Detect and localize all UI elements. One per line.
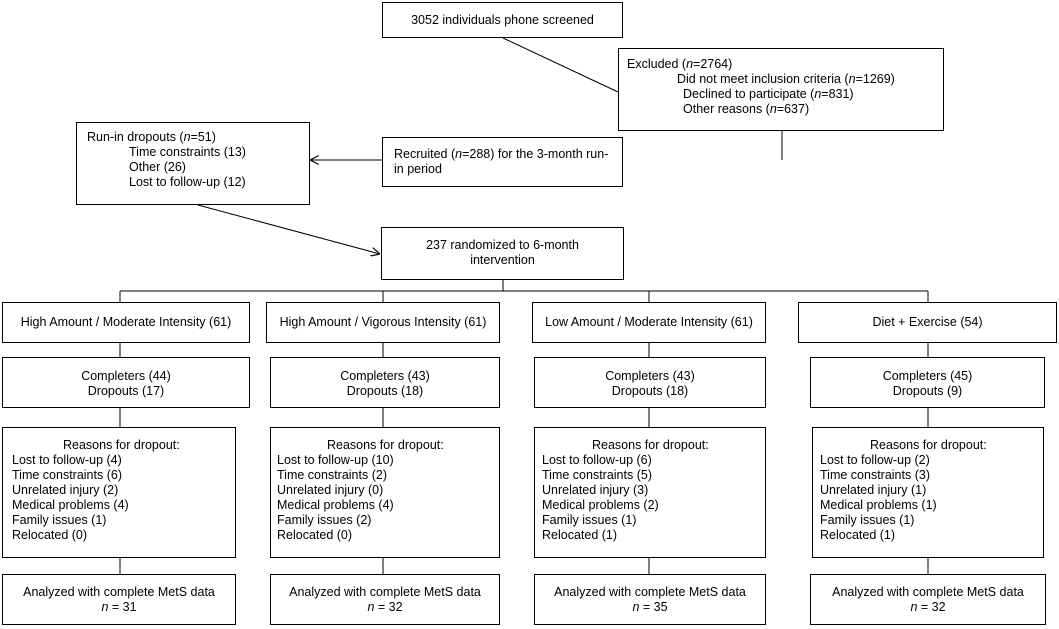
analyzed-n: n = 35	[632, 600, 668, 614]
arm-box: Diet + Exercise (54)	[798, 302, 1057, 343]
reason-item: Medical problems (4)	[12, 498, 129, 512]
reasons-box: Reasons for dropout: Lost to follow-up (…	[534, 427, 766, 558]
dropouts-text: Dropouts (17)	[87, 384, 165, 398]
reasons-title: Reasons for dropout:	[327, 438, 444, 452]
completers-box: Completers (45) Dropouts (9)	[810, 357, 1045, 408]
reason-item: Family issues (1)	[820, 513, 915, 527]
screened-to-excluded-line	[502, 37, 619, 93]
reason-item: Family issues (1)	[542, 513, 637, 527]
reasons-title: Reasons for dropout:	[592, 438, 709, 452]
reasons-box: Reasons for dropout: Lost to follow-up (…	[270, 427, 500, 558]
reason-item: Lost to follow-up (6)	[542, 453, 652, 467]
completers-box: Completers (43) Dropouts (18)	[270, 357, 500, 408]
analyzed-box: Analyzed with complete MetS data n = 32	[810, 574, 1046, 625]
reason-item: Lost to follow-up (10)	[277, 453, 394, 467]
reason-item: Medical problems (2)	[542, 498, 659, 512]
excluded-item: Declined to participate (n=831)	[683, 87, 854, 101]
completers-text: Completers (43)	[340, 369, 430, 383]
dropouts-text: Dropouts (18)	[346, 384, 424, 398]
arm-name: Diet + Exercise (54)	[872, 315, 983, 329]
reason-item: Time constraints (3)	[820, 468, 930, 482]
recruited-box: Recruited (n=288) for the 3-month run- i…	[382, 137, 623, 187]
completers-box: Completers (43) Dropouts (18)	[534, 357, 766, 408]
analyzed-n: n = 31	[101, 600, 137, 614]
reason-item: Unrelated injury (2)	[12, 483, 119, 497]
arm-name: High Amount / Moderate Intensity (61)	[20, 315, 232, 329]
dropouts-text: Dropouts (18)	[611, 384, 689, 398]
recruited-text-line2: in period	[394, 162, 442, 176]
reason-item: Time constraints (2)	[277, 468, 387, 482]
arm-box: High Amount / Moderate Intensity (61)	[2, 302, 250, 343]
arm-name: High Amount / Vigorous Intensity (61)	[279, 315, 487, 329]
reason-item: Relocated (1)	[820, 528, 896, 542]
reason-item: Time constraints (5)	[542, 468, 652, 482]
reason-item: Relocated (1)	[542, 528, 618, 542]
excluded-item: Other reasons (n=637)	[683, 102, 810, 116]
completers-text: Completers (45)	[882, 369, 973, 383]
analyzed-box: Analyzed with complete MetS data n = 31	[2, 574, 236, 625]
reason-item: Relocated (0)	[12, 528, 88, 542]
runin-dropouts-box: Run-in dropouts (n=51) Time constraints …	[76, 122, 310, 205]
reason-item: Lost to follow-up (4)	[12, 453, 122, 467]
arm-box: Low Amount / Moderate Intensity (61)	[532, 302, 766, 343]
reason-item: Medical problems (1)	[820, 498, 937, 512]
reason-item: Unrelated injury (0)	[277, 483, 384, 497]
reason-item: Lost to follow-up (2)	[820, 453, 930, 467]
runin-item: Time constraints (13)	[129, 145, 246, 159]
screened-text: 3052 individuals phone screened	[411, 13, 594, 27]
reasons-box: Reasons for dropout: Lost to follow-up (…	[812, 427, 1044, 558]
completers-box: Completers (44) Dropouts (17)	[2, 357, 250, 408]
completers-text: Completers (44)	[81, 369, 171, 383]
reason-item: Relocated (0)	[277, 528, 353, 542]
reason-item: Unrelated injury (3)	[542, 483, 649, 497]
reason-item: Unrelated injury (1)	[820, 483, 927, 497]
analyzed-n: n = 32	[910, 600, 946, 614]
runin-item: Lost to follow-up (12)	[129, 175, 246, 189]
excluded-box: Excluded (n=2764) Did not meet inclusion…	[618, 48, 944, 131]
excluded-title: Excluded (n=2764)	[627, 57, 733, 71]
reason-item: Family issues (1)	[12, 513, 107, 527]
reasons-box: Reasons for dropout: Lost to follow-up (…	[2, 427, 236, 558]
analyzed-text: Analyzed with complete MetS data	[554, 585, 746, 599]
randomized-box: 237 randomized to 6-month intervention	[381, 227, 624, 280]
excluded-item: Did not meet inclusion criteria (n=1269)	[677, 72, 895, 86]
recruited-text: Recruited (n=288) for the 3-month run-	[394, 147, 609, 161]
reason-item: Family issues (2)	[277, 513, 372, 527]
reasons-title: Reasons for dropout:	[870, 438, 987, 452]
reason-item: Time constraints (6)	[12, 468, 122, 482]
reasons-title: Reasons for dropout:	[63, 438, 180, 452]
runin-title: Run-in dropouts (n=51)	[87, 130, 216, 144]
completers-text: Completers (43)	[605, 369, 695, 383]
randomized-text-line2: intervention	[470, 253, 535, 267]
dropouts-text: Dropouts (9)	[892, 384, 963, 398]
analyzed-text: Analyzed with complete MetS data	[289, 585, 481, 599]
arm-name: Low Amount / Moderate Intensity (61)	[545, 315, 753, 329]
reason-item: Medical problems (4)	[277, 498, 394, 512]
arm-box: High Amount / Vigorous Intensity (61)	[266, 302, 500, 343]
analyzed-text: Analyzed with complete MetS data	[832, 585, 1024, 599]
runin-item: Other (26)	[129, 160, 186, 174]
analyzed-text: Analyzed with complete MetS data	[23, 585, 215, 599]
analyzed-box: Analyzed with complete MetS data n = 35	[534, 574, 766, 625]
screened-box: 3052 individuals phone screened	[382, 2, 623, 38]
analyzed-n: n = 32	[367, 600, 403, 614]
randomized-text: 237 randomized to 6-month	[426, 238, 579, 252]
arrow-to-randomized	[197, 204, 380, 254]
analyzed-box: Analyzed with complete MetS data n = 32	[270, 574, 500, 625]
